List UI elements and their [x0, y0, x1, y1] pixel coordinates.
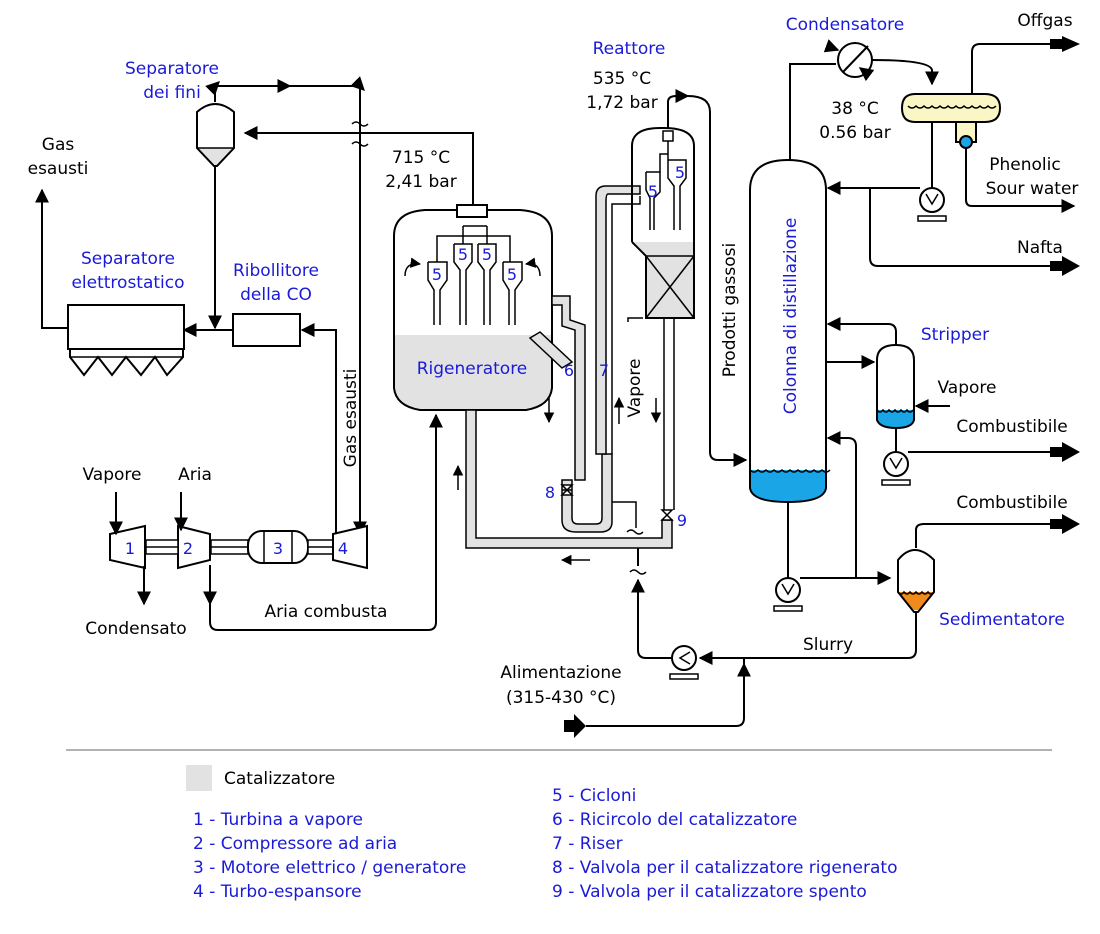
- phenolic-label-2: Sour water: [986, 179, 1079, 199]
- fines-separator: [196, 103, 235, 167]
- offgas-label: Offgas: [1017, 11, 1072, 31]
- regen-temp-label: 715 °C: [392, 148, 450, 168]
- unit-8-number: 8: [545, 483, 555, 502]
- catalyst-legend-swatch: [186, 765, 212, 791]
- steam-label: Vapore: [83, 465, 142, 485]
- legend-item-7: 7 - Riser: [552, 834, 623, 854]
- stripper: [876, 343, 915, 430]
- riser-steam-label: Vapore: [625, 359, 645, 418]
- gaseous-products-label: Prodotti gassosi: [720, 243, 740, 378]
- slurry-label: Slurry: [803, 635, 853, 655]
- co-boiler: [232, 313, 301, 347]
- exhaust-gas-label-1: Gas: [42, 135, 75, 155]
- regenerator: [393, 204, 586, 481]
- condensate-label: Condensato: [85, 619, 186, 639]
- legend-item-2: 2 - Compressore ad aria: [193, 834, 397, 854]
- distillation-column: [749, 158, 831, 504]
- stripper-steam-label: Vapore: [938, 378, 997, 398]
- fines-separator-label-2: dei fini: [143, 83, 201, 103]
- reactor-pressure-label: 1,72 bar: [586, 93, 657, 113]
- unit-3-number: 3: [273, 539, 283, 558]
- legend-item-5: 5 - Cicloni: [552, 786, 636, 806]
- legend-item-6: 6 - Ricircolo del catalizzatore: [552, 810, 797, 830]
- unit-9-number: 9: [677, 511, 687, 530]
- condenser-pressure-label: 0.56 bar: [819, 123, 890, 143]
- feed-label-2: (315-430 °C): [506, 688, 616, 708]
- cyclone-5e-number: 5: [648, 182, 658, 201]
- spent-air-label: Aria combusta: [265, 602, 388, 622]
- turbine-train: [109, 524, 368, 570]
- feed-label-1: Alimentazione: [500, 663, 621, 683]
- unit-7-number: 7: [599, 361, 609, 380]
- unit-4-number: 4: [338, 539, 348, 558]
- exhaust-gas-vertical-label: Gas esausti: [341, 369, 361, 468]
- cyclone-5b-number: 5: [458, 245, 468, 264]
- fuel-label-1: Combustibile: [956, 417, 1067, 437]
- electrostatic-separator-label-1: Separatore: [81, 249, 175, 269]
- cyclone-5f-number: 5: [675, 163, 685, 182]
- unit-2-number: 2: [183, 539, 193, 558]
- distillation-column-label: Colonna di distillazione: [781, 218, 801, 415]
- legend-item-1: 1 - Turbina a vapore: [193, 810, 363, 830]
- regen-pressure-label: 2,41 bar: [385, 172, 456, 192]
- legend-item-3: 3 - Motore elettrico / generatore: [193, 858, 466, 878]
- legend-item-8: 8 - Valvola per il catalizzatore rigener…: [552, 858, 897, 878]
- stripper-label: Stripper: [921, 325, 989, 345]
- unit-1-number: 1: [125, 539, 135, 558]
- reactor-temp-label: 535 °C: [593, 69, 651, 89]
- co-boiler-label-2: della CO: [240, 285, 312, 305]
- condenser-temp-label: 38 °C: [831, 99, 878, 119]
- sedimentator: [897, 549, 935, 613]
- fuel-label-2: Combustibile: [956, 493, 1067, 513]
- legend-item-9: 9 - Valvola per il catalizzatore spento: [552, 882, 867, 902]
- reactor-label: Reattore: [593, 39, 666, 59]
- exhaust-gas-label-2: esausti: [28, 159, 89, 179]
- electrostatic-separator-label-2: elettrostatico: [71, 273, 184, 293]
- phenolic-label-1: Phenolic: [989, 155, 1060, 175]
- reflux-drum: [900, 93, 1002, 149]
- cyclone-5a-number: 5: [432, 265, 442, 284]
- electrostatic-separator: [67, 304, 185, 377]
- co-boiler-label-1: Ribollitore: [233, 261, 319, 281]
- unit-6-number: 6: [564, 361, 574, 380]
- reactor: [631, 127, 695, 319]
- sedimentator-label: Sedimentatore: [939, 610, 1065, 630]
- cyclone-5d-number: 5: [507, 265, 517, 284]
- naphtha-label: Nafta: [1017, 238, 1063, 258]
- fines-separator-label-1: Separatore: [125, 59, 219, 79]
- cyclone-5c-number: 5: [482, 245, 492, 264]
- legend-catalyst: Catalizzatore: [224, 769, 335, 789]
- air-label: Aria: [178, 465, 212, 485]
- regenerator-label: Rigeneratore: [417, 359, 528, 379]
- legend-item-4: 4 - Turbo-espansore: [193, 882, 362, 902]
- condenser-label: Condensatore: [786, 15, 905, 35]
